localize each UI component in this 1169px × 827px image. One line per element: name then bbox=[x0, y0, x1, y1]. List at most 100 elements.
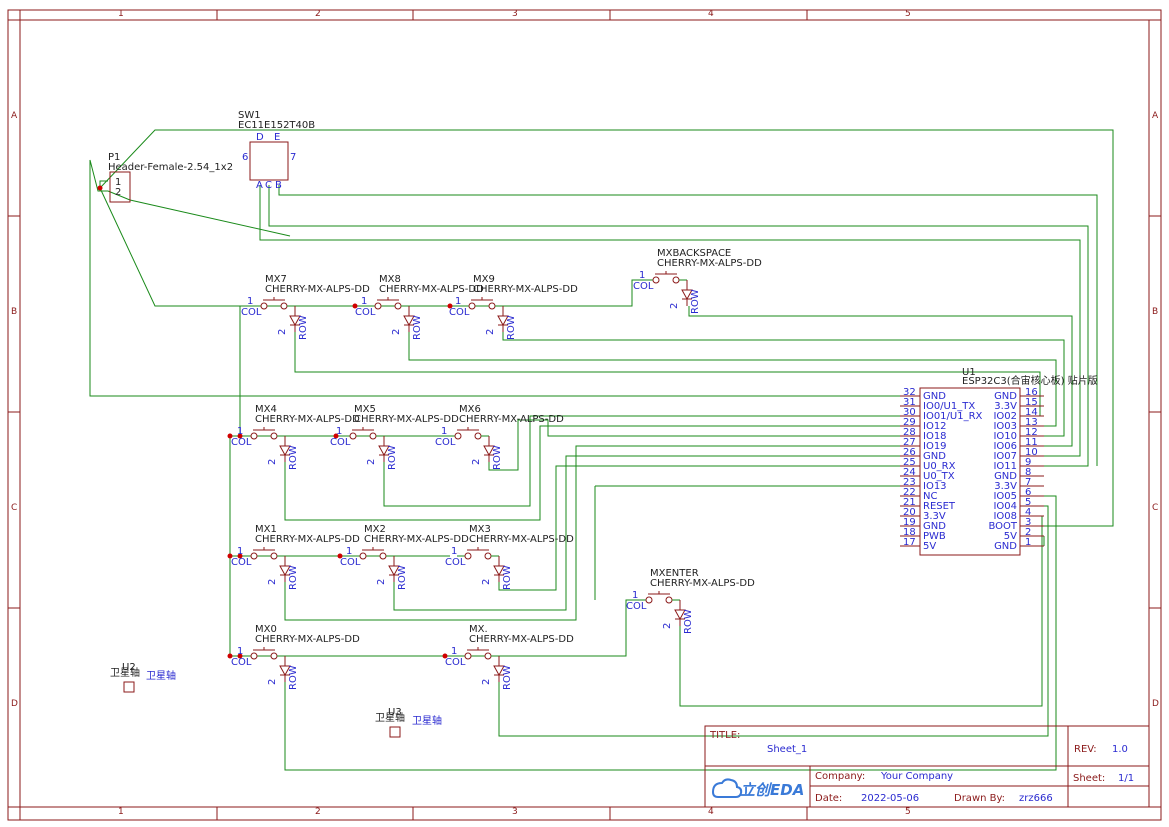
u1-left-pin-num: 26 bbox=[903, 447, 916, 458]
switch-contact bbox=[488, 302, 496, 310]
u1-left-pin-num: 24 bbox=[903, 467, 916, 478]
diode bbox=[403, 315, 415, 327]
zone-col-label: 5 bbox=[905, 9, 911, 19]
u1-left-pin-name: IO0/U1_TX bbox=[923, 401, 975, 412]
switch-contact bbox=[349, 432, 357, 440]
switch-ref: MXBACKSPACE bbox=[657, 248, 731, 259]
switch-contact bbox=[672, 276, 680, 284]
u1-left-pin-num: 30 bbox=[903, 407, 916, 418]
rev-label: REV: bbox=[1074, 744, 1097, 755]
date-label: Date: bbox=[815, 793, 842, 804]
sw1-ref: SW1 bbox=[238, 110, 261, 121]
u1-left-pin-name: IO12 bbox=[923, 421, 947, 432]
u1-left-pin-name: IO01/U1_RX bbox=[923, 411, 983, 422]
switch-contact bbox=[468, 302, 476, 310]
u1-left-pin-name: RESET bbox=[923, 501, 956, 512]
u1-right-pin-name: BOOT bbox=[988, 521, 1017, 532]
switch-contact bbox=[260, 302, 268, 310]
switch-contact bbox=[359, 552, 367, 560]
diode bbox=[388, 565, 400, 577]
sw1-pin6: 6 bbox=[242, 152, 248, 163]
u1-left-pin-num: 28 bbox=[903, 427, 916, 438]
u1-right-pin-name: 5V bbox=[1004, 531, 1017, 542]
switch-contact bbox=[280, 302, 288, 310]
u1-right-pin-name: IO04 bbox=[993, 501, 1017, 512]
date-value: 2022-05-06 bbox=[861, 793, 919, 804]
switch-row-label: ROW bbox=[412, 315, 423, 340]
switch-value: CHERRY-MX-ALPS-DD bbox=[469, 534, 574, 545]
switch-row-label: ROW bbox=[397, 565, 408, 590]
switch-ref: MX7 bbox=[265, 274, 287, 285]
switch-col-label: COL bbox=[449, 307, 470, 318]
switch-pin1-label: 1 bbox=[639, 270, 645, 281]
switch-pin2-label: 2 bbox=[277, 329, 288, 335]
switch-pin2-label: 2 bbox=[267, 579, 278, 585]
switch-pin2-label: 2 bbox=[481, 579, 492, 585]
diode bbox=[674, 609, 686, 621]
switch-pin1-label: 1 bbox=[455, 296, 461, 307]
zone-col-label: 1 bbox=[118, 9, 124, 19]
outer-frame bbox=[7, 9, 1162, 821]
title-block: TITLE: Sheet_1 REV: 1.0 Company: Your Co… bbox=[704, 725, 1150, 808]
u2-value: 卫星轴 bbox=[110, 666, 140, 679]
u1-right-pin-num: 4 bbox=[1025, 507, 1031, 518]
switch-contact bbox=[464, 652, 472, 660]
company-value: Your Company bbox=[880, 771, 953, 782]
switch-contact bbox=[665, 596, 673, 604]
u1-left-pin-num: 18 bbox=[903, 527, 916, 538]
zone-col-label: 2 bbox=[315, 807, 321, 817]
sw1-value: EC11E152T40B bbox=[238, 120, 315, 131]
u2-ref: U2 bbox=[122, 662, 136, 673]
switch-value: CHERRY-MX-ALPS-DD bbox=[255, 414, 360, 425]
zone-col-label: 2 bbox=[315, 9, 321, 19]
switch-ref: MX6 bbox=[459, 404, 481, 415]
switch-col-label: COL bbox=[435, 437, 456, 448]
diode bbox=[279, 565, 291, 577]
zone-col-label: 4 bbox=[708, 9, 714, 19]
switch-col-label: COL bbox=[633, 281, 654, 292]
inner-frame bbox=[19, 19, 1150, 808]
u1-right-pin-name: IO06 bbox=[993, 441, 1017, 452]
u1-left-pin-num: 17 bbox=[903, 537, 916, 548]
switch-col-label: COL bbox=[445, 657, 466, 668]
switch-col-label: COL bbox=[340, 557, 361, 568]
switch-row-label: ROW bbox=[502, 665, 513, 690]
u1-left-pin-name: NC bbox=[923, 491, 937, 502]
switch-contact bbox=[464, 552, 472, 560]
u1-right-pin-num: 16 bbox=[1025, 387, 1038, 398]
u1-right-pin-name: GND bbox=[994, 391, 1017, 402]
switch-ref: MXENTER bbox=[650, 568, 699, 579]
switch-value: CHERRY-MX-ALPS-DD bbox=[657, 258, 762, 269]
u3-value: 卫星轴 bbox=[375, 711, 405, 724]
switch-value: CHERRY-MX-ALPS-DD bbox=[364, 534, 469, 545]
u1-right-pin-name: IO11 bbox=[993, 461, 1017, 472]
switch-pin1-label: 1 bbox=[361, 296, 367, 307]
switch-contact bbox=[474, 432, 482, 440]
switch-ref: MX4 bbox=[255, 404, 277, 415]
switch-pin1-label: 1 bbox=[451, 546, 457, 557]
u1-right-pin-num: 3 bbox=[1025, 517, 1031, 528]
switch-value: CHERRY-MX-ALPS-DD bbox=[469, 634, 574, 645]
u1-left-pin-name: IO13 bbox=[923, 481, 947, 492]
switch-value: CHERRY-MX-ALPS-DD bbox=[379, 284, 484, 295]
u1-right-pin-num: 10 bbox=[1025, 447, 1038, 458]
switch-contact bbox=[652, 276, 660, 284]
switch-ref: MX3 bbox=[469, 524, 491, 535]
u1-right-pin-num: 1 bbox=[1025, 537, 1031, 548]
switch-contact bbox=[374, 302, 382, 310]
u1-right-pin-name: IO08 bbox=[993, 511, 1017, 522]
diode bbox=[289, 315, 301, 327]
u3-ref: U3 bbox=[388, 707, 402, 718]
switch-ref: MX0 bbox=[255, 624, 277, 635]
sw1-pin7: 7 bbox=[290, 152, 296, 163]
u1-right-pin-num: 8 bbox=[1025, 467, 1031, 478]
u1-left-pin-name: GND bbox=[923, 521, 946, 532]
switch-col-label: COL bbox=[231, 557, 252, 568]
u1-right-pin-num: 11 bbox=[1025, 437, 1038, 448]
